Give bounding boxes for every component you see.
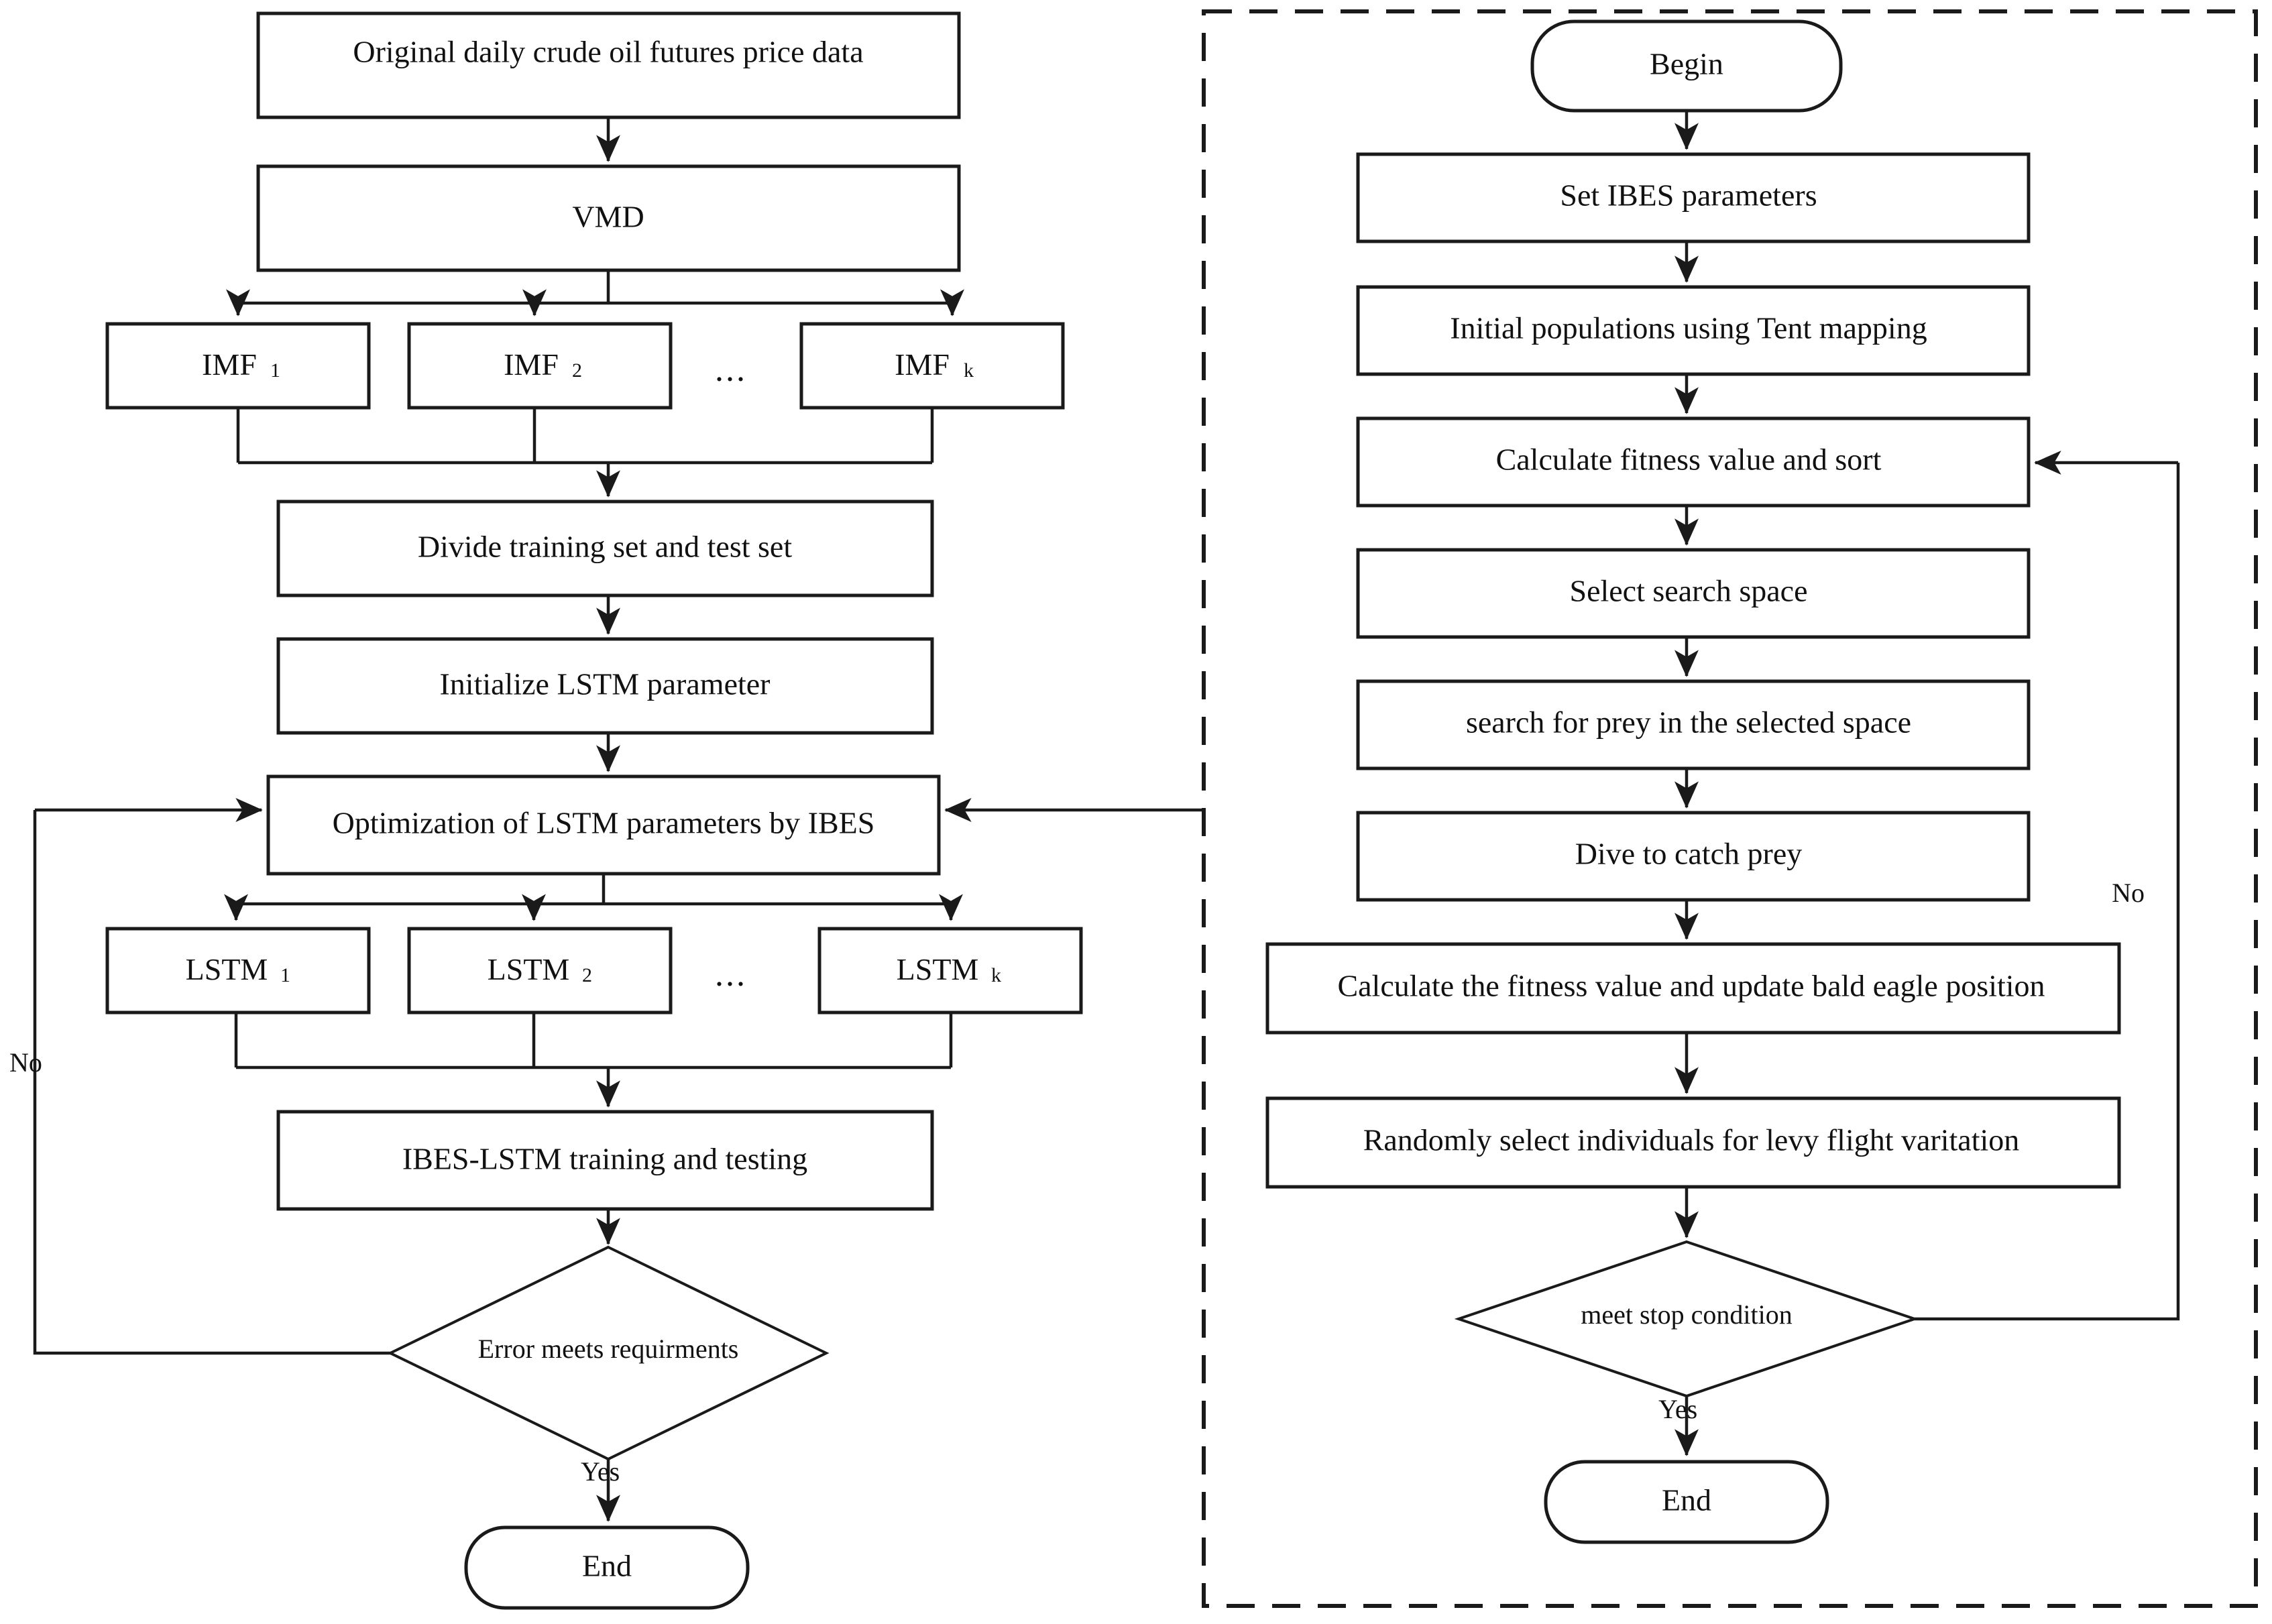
node-lstm-2[interactable]: LSTM 2 bbox=[407, 927, 673, 1014]
node-set-ibes-parameters-label: Set IBES parameters bbox=[1560, 178, 1817, 213]
node-init-lstm[interactable]: Initialize LSTM parameter bbox=[276, 637, 934, 735]
node-imf-k-label: IMF bbox=[895, 347, 950, 382]
node-vmd[interactable]: VMD bbox=[256, 164, 961, 272]
edge-label-yes-left: Yes bbox=[581, 1456, 620, 1487]
node-lstm-1-subscript: 1 bbox=[280, 964, 290, 986]
node-lstm-1-label: LSTM bbox=[186, 952, 268, 986]
node-levy-flight-variation-label: Randomly select individuals for levy fli… bbox=[1363, 1123, 2020, 1157]
node-lstm-2-label: LSTM bbox=[488, 952, 570, 986]
node-search-for-prey[interactable]: search for prey in the selected space bbox=[1356, 679, 2031, 770]
node-original-data[interactable]: Original daily crude oil futures price d… bbox=[256, 11, 961, 119]
edge-no-feedback-left bbox=[33, 810, 390, 1355]
edge-no-feedback-right bbox=[1915, 463, 2180, 1321]
node-init-lstm-label: Initialize LSTM parameter bbox=[439, 667, 770, 701]
right-panel-group: Begin Set IBES parameters Initial popula… bbox=[944, 9, 2258, 1608]
node-divide-sets[interactable]: Divide training set and test set bbox=[276, 500, 934, 597]
node-calculate-update-position[interactable]: Calculate the fitness value and update b… bbox=[1265, 942, 2121, 1035]
node-imf-2[interactable]: IMF 2 bbox=[407, 322, 673, 410]
node-end-left[interactable]: End bbox=[464, 1525, 750, 1610]
node-stop-condition-decision[interactable]: meet stop condition bbox=[1454, 1240, 1919, 1398]
node-imf-1[interactable]: IMF 1 bbox=[105, 322, 371, 410]
node-divide-sets-label: Divide training set and test set bbox=[418, 530, 792, 564]
node-stop-condition-decision-label: meet stop condition bbox=[1581, 1299, 1793, 1330]
node-vmd-label: VMD bbox=[572, 200, 644, 234]
node-lstm-k[interactable]: LSTM k bbox=[817, 927, 1083, 1014]
node-begin[interactable]: Begin bbox=[1530, 19, 1843, 113]
node-initial-populations-label: Initial populations using Tent mapping bbox=[1450, 311, 1927, 345]
node-imf-1-subscript: 1 bbox=[270, 359, 280, 382]
node-begin-label: Begin bbox=[1650, 47, 1723, 81]
node-calculate-update-position-label: Calculate the fitness value and update b… bbox=[1337, 969, 2045, 1003]
node-error-decision-label: Error meets requirments bbox=[478, 1334, 739, 1364]
node-lstm-k-label: LSTM bbox=[897, 952, 979, 986]
node-select-search-space[interactable]: Select search space bbox=[1356, 548, 2031, 639]
node-levy-flight-variation[interactable]: Randomly select individuals for levy fli… bbox=[1265, 1096, 2121, 1189]
node-imf-k[interactable]: IMF k bbox=[799, 322, 1065, 410]
node-search-for-prey-label: search for prey in the selected space bbox=[1466, 705, 1911, 740]
node-set-ibes-parameters[interactable]: Set IBES parameters bbox=[1356, 152, 2031, 243]
node-calculate-fitness-sort-label: Calculate fitness value and sort bbox=[1496, 443, 1882, 477]
node-imf-1-label: IMF bbox=[202, 347, 257, 382]
node-original-data-label: Original daily crude oil futures price d… bbox=[353, 35, 863, 69]
edge-label-yes-right: Yes bbox=[1658, 1394, 1697, 1424]
edge-label-no-right: No bbox=[2112, 878, 2145, 908]
node-end-right[interactable]: End bbox=[1544, 1460, 1829, 1544]
node-ibes-lstm-training[interactable]: IBES-LSTM training and testing bbox=[276, 1110, 934, 1211]
node-select-search-space-label: Select search space bbox=[1569, 574, 1807, 608]
lstm-ellipsis: ... bbox=[715, 955, 747, 994]
imf-ellipsis: ... bbox=[715, 351, 747, 389]
node-optimize-lstm-label: Optimization of LSTM parameters by IBES bbox=[333, 806, 875, 840]
node-ibes-lstm-training-label: IBES-LSTM training and testing bbox=[402, 1142, 807, 1176]
node-lstm-k-subscript: k bbox=[991, 964, 1001, 986]
node-calculate-fitness-sort[interactable]: Calculate fitness value and sort bbox=[1356, 416, 2031, 508]
node-initial-populations[interactable]: Initial populations using Tent mapping bbox=[1356, 285, 2031, 376]
node-end-right-label: End bbox=[1662, 1483, 1711, 1517]
node-end-left-label: End bbox=[582, 1549, 632, 1583]
node-imf-k-subscript: k bbox=[964, 359, 974, 382]
node-dive-catch-prey-label: Dive to catch prey bbox=[1575, 837, 1802, 871]
left-panel-group: Original daily crude oil futures price d… bbox=[9, 11, 1083, 1610]
node-optimize-lstm[interactable]: Optimization of LSTM parameters by IBES bbox=[266, 774, 941, 876]
node-lstm-2-subscript: 2 bbox=[582, 964, 592, 986]
node-error-decision[interactable]: Error meets requirments bbox=[387, 1245, 830, 1461]
node-lstm-1[interactable]: LSTM 1 bbox=[105, 927, 371, 1014]
edge-label-no-left: No bbox=[9, 1047, 42, 1078]
node-dive-catch-prey[interactable]: Dive to catch prey bbox=[1356, 811, 2031, 902]
node-imf-2-label: IMF bbox=[504, 347, 559, 382]
node-imf-2-subscript: 2 bbox=[572, 359, 582, 382]
